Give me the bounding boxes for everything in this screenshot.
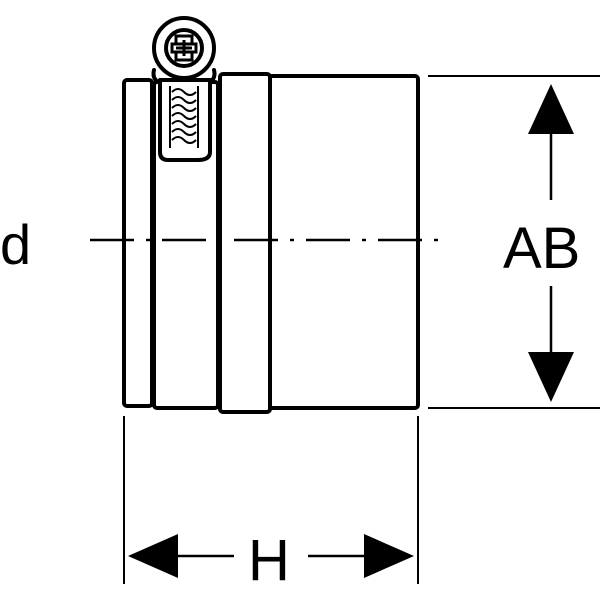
coupling-collar [218, 72, 272, 414]
arrow-down-icon [528, 352, 574, 402]
coupling-body [266, 74, 420, 410]
arrow-up-icon [528, 84, 574, 134]
label-ab: AB [503, 216, 580, 281]
arrow-left-icon [128, 534, 178, 578]
ab-dimension [528, 84, 574, 402]
arrow-right-icon [364, 534, 414, 578]
h-dimension [128, 534, 414, 578]
worm-screw-icon [169, 86, 199, 148]
left-ring [122, 78, 154, 408]
label-d: d [0, 213, 31, 276]
label-h: H [248, 528, 290, 593]
screw-head-icon [151, 16, 217, 84]
